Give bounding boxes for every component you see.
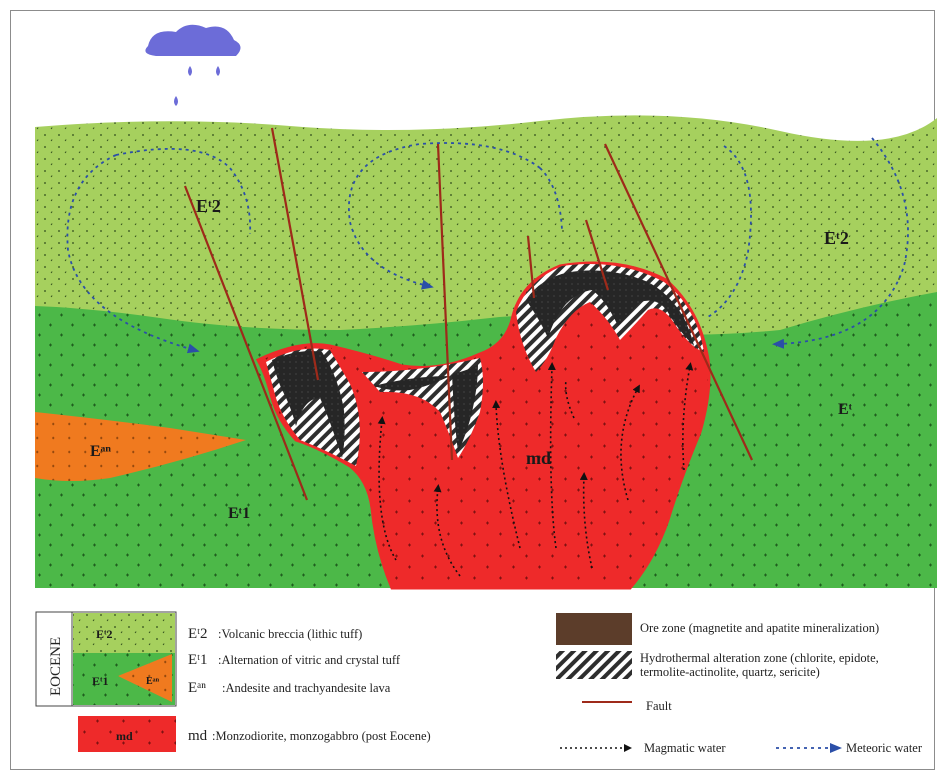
legend-fault: Fault [646, 699, 672, 713]
legend-swatch-et2 [73, 613, 175, 653]
label-et1-right: Eᵗ [838, 401, 853, 418]
legend-swatch-md-code: md [116, 729, 133, 743]
label-ean: Eᵃⁿ [90, 443, 111, 460]
legend-magmatic: Magmatic water [644, 741, 726, 755]
faults [183, 127, 753, 501]
legend-ore: Ore zone (magnetite and apatite minerali… [640, 621, 879, 635]
ore-zone-center-b [452, 364, 478, 452]
magmatic-arrow [579, 472, 593, 569]
meteoric-loop-center-right [539, 167, 563, 231]
ore-zone-left [272, 351, 345, 458]
magmatic-arrow [682, 362, 694, 471]
rain-cloud-icon [145, 24, 241, 106]
legend-swatch-et2-code: Eᵗ2 [96, 627, 113, 641]
fault-line [526, 235, 536, 299]
legend-code-et1: Eᵗ1 [188, 652, 208, 668]
legend-alteration-line2: termolite-actinolite, quartz, sericite) [640, 665, 820, 679]
cross-section: Eᵗ2 Eᵗ2 Eᵗ1 Eᵗ Eᵃⁿ md [35, 24, 937, 590]
legend-code-ean: Eᵃⁿ [188, 680, 206, 696]
legend-swatch-md [78, 716, 176, 752]
meteoric-loop-left-top [115, 147, 252, 235]
label-et2-left: Eᵗ2 [196, 196, 221, 216]
raindrop-icon [216, 66, 220, 76]
legend-desc-et1: :Alternation of vitric and crystal tuff [218, 653, 401, 667]
legend: EOCENE Eᵗ2 Eᵗ1 Eᵃⁿ md Eᵗ2 :Volcanic brec… [35, 611, 923, 755]
magmatic-water-paths [377, 362, 694, 577]
fault-line [183, 185, 309, 501]
fault-line [436, 143, 454, 461]
fault-line [604, 143, 753, 461]
ore-zone-right [526, 270, 694, 346]
legend-swatch-alteration [556, 651, 632, 679]
magmatic-arrow [377, 416, 397, 561]
meteoric-water-paths [66, 137, 909, 354]
legend-desc-ean: :Andesite and trachyandesite lava [222, 681, 391, 695]
legend-desc-et2: :Volcanic breccia (lithic tuff) [218, 627, 362, 641]
legend-swatch-et1-code: Eᵗ1 [92, 674, 109, 688]
magmatic-arrow [564, 379, 575, 419]
ore-zone-center-a [374, 376, 450, 391]
legend-eocene-label: EOCENE [48, 637, 64, 696]
unit-et2-area [35, 115, 937, 335]
legend-swatch-ean [118, 654, 172, 702]
label-et1-left: Eᵗ1 [228, 505, 250, 522]
fault-line [270, 127, 320, 381]
label-md: md [526, 448, 551, 468]
meteoric-loop-left [66, 154, 200, 354]
legend-swatch-ore [556, 613, 632, 645]
fault-line [584, 219, 610, 291]
unit-ean-area [35, 412, 246, 481]
legend-swatch-ean-code: Eᵃⁿ [146, 676, 160, 687]
legend-alteration-line1: Hydrothermal alteration zone (chlorite, … [640, 651, 879, 665]
legend-desc-md: :Monzodiorite, monzogabbro (post Eocene) [212, 729, 431, 743]
legend-code-md: md [188, 728, 208, 744]
magmatic-arrow [492, 400, 521, 549]
raindrop-icon [174, 96, 178, 106]
legend-code-et2: Eᵗ2 [188, 626, 208, 642]
legend-eocene-box [35, 611, 177, 707]
meteoric-loop-right [705, 145, 752, 319]
meteoric-loop-center [348, 142, 541, 290]
label-et2-right: Eᵗ2 [824, 228, 849, 248]
legend-meteoric: Meteoric water [846, 741, 923, 755]
raindrop-icon [188, 66, 192, 76]
